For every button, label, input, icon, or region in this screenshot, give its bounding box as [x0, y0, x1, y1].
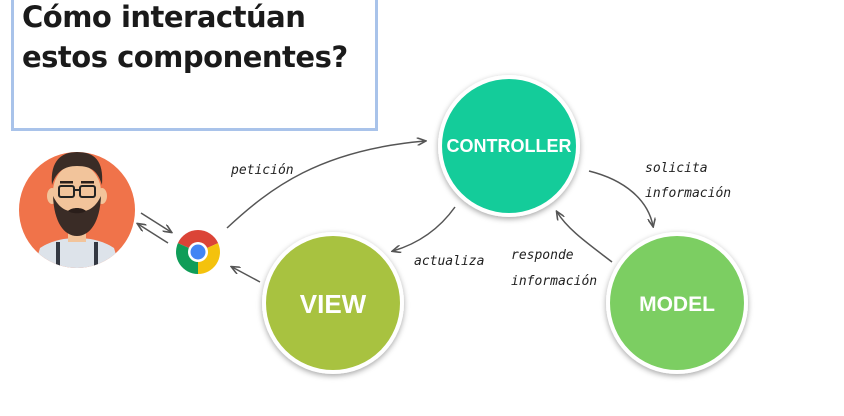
arrow-browser-to-controller	[226, 141, 425, 229]
user-avatar-icon	[19, 152, 135, 268]
label-responde-1: responde	[511, 248, 574, 263]
arrows	[138, 141, 653, 283]
model-label: MODEL	[639, 293, 715, 316]
label-peticion: petición	[230, 163, 294, 178]
title-line-1: Cómo interactúan	[22, 0, 306, 34]
arrow-user-to-browser	[140, 212, 171, 232]
edge-labels: petición solicita información responde i…	[230, 161, 731, 289]
title-line-2: estos componentes?	[22, 40, 348, 74]
title-box: Cómo interactúan estos componentes?	[11, 0, 378, 131]
label-solicita-2: información	[645, 186, 731, 201]
model-node: MODEL	[606, 232, 748, 374]
controller-label: CONTROLLER	[447, 136, 572, 156]
view-node: VIEW	[262, 232, 404, 374]
arrow-controller-to-model	[588, 170, 653, 226]
label-actualiza: actualiza	[414, 254, 484, 269]
arrow-model-to-controller	[557, 212, 613, 263]
view-label: VIEW	[300, 289, 367, 319]
chrome-browser-icon	[176, 230, 220, 274]
controller-node: CONTROLLER	[438, 75, 580, 217]
arrow-browser-to-user	[138, 224, 169, 244]
label-responde-2: información	[511, 274, 597, 289]
page-title: Cómo interactúan estos componentes?	[22, 0, 372, 77]
arrow-view-to-browser	[232, 267, 261, 283]
arrow-controller-to-view	[393, 206, 456, 251]
label-solicita-1: solicita	[645, 161, 708, 176]
